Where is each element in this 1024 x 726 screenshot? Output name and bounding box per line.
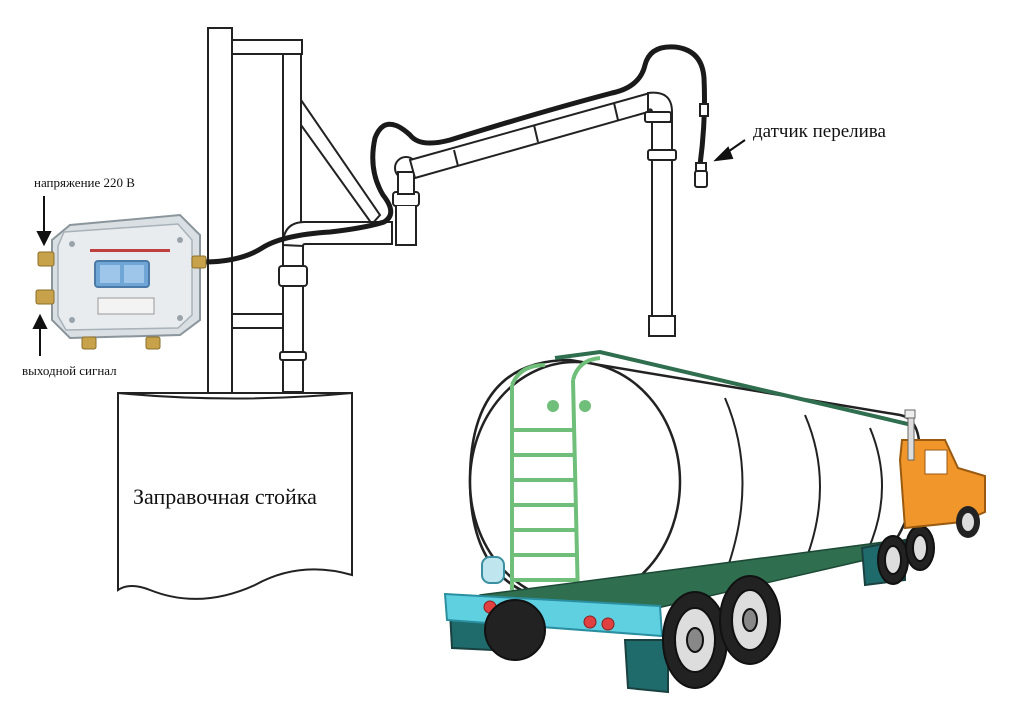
rear-wheels [484, 575, 781, 689]
station-mid-beam [231, 313, 284, 329]
station-column-left [207, 27, 233, 394]
voltage-label: напряжение 220 В [34, 175, 135, 190]
fitting-voltage [37, 251, 55, 267]
control-box [35, 213, 207, 350]
arrow-icon [32, 139, 746, 356]
tanker-truck [443, 349, 986, 694]
fitting-output [35, 289, 55, 305]
truck-cab [898, 409, 986, 538]
sensor-cable [200, 44, 707, 265]
tank-ladder [510, 356, 601, 601]
loading-arm [278, 91, 677, 393]
arm-riser-pipe [282, 239, 304, 393]
overflow-sensor-label: датчик перелива [753, 121, 886, 142]
output-signal-label: выходной сигнал [22, 363, 117, 378]
station-base [117, 392, 353, 600]
station-brace [300, 96, 382, 226]
filling-station-label: Заправочная стойка [133, 484, 317, 509]
arm-boom [408, 91, 657, 180]
overflow-sensor [694, 103, 709, 188]
arm-drop-tube [651, 121, 673, 153]
mid-wheels [860, 525, 935, 587]
station-top-beam [231, 39, 303, 55]
